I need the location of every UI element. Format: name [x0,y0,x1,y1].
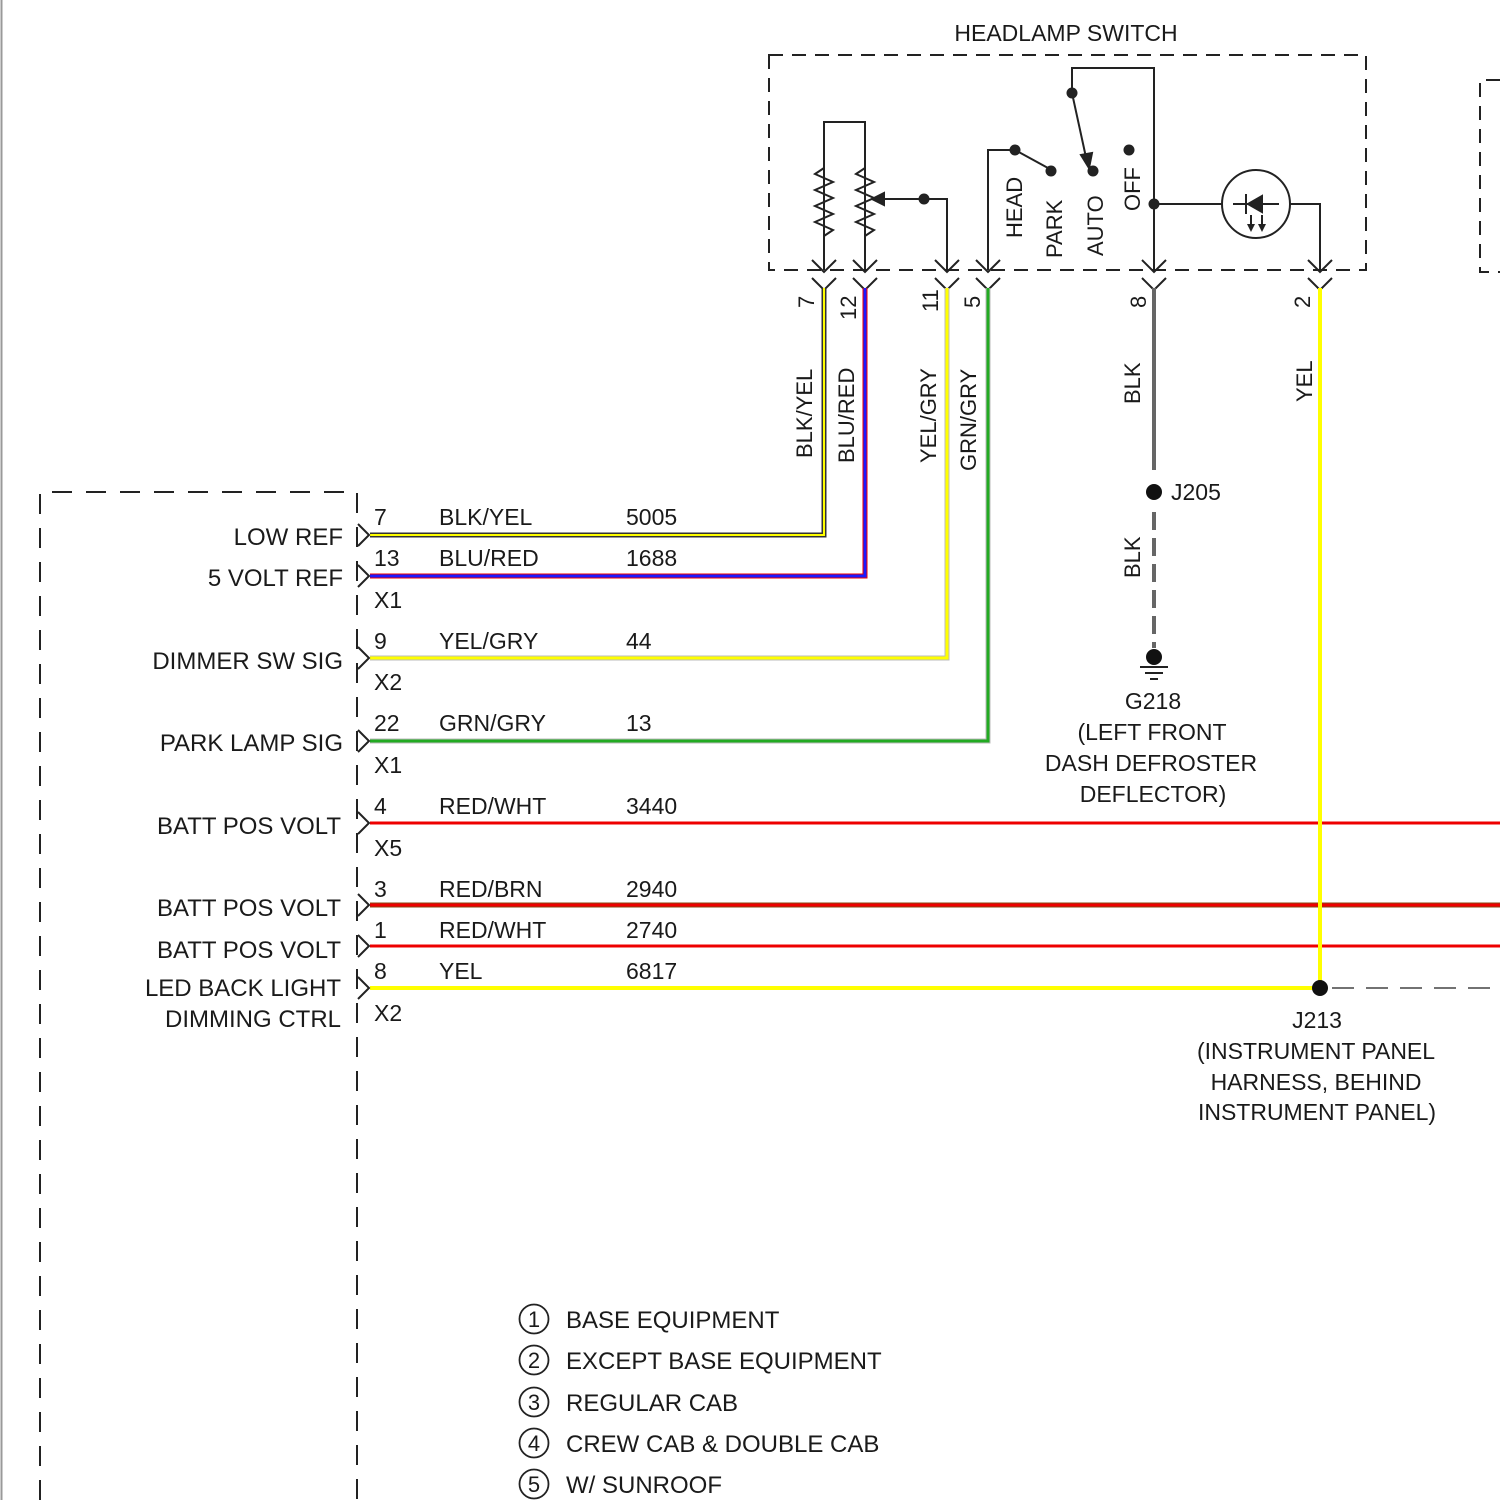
switch-wire-label-blk: BLK [1120,362,1145,404]
switch-pin-2: 2 [1290,296,1315,308]
splice-j205: J205 BLK [1120,479,1221,578]
switch-pin-7: 7 [794,296,819,308]
switch-pin-12: 12 [836,296,861,320]
legend-text: CREW CAB & DOUBLE CAB [566,1431,879,1458]
module-label-led-back-light: LED BACK LIGHT [145,975,341,1002]
wire-color-5005: BLK/YEL [439,504,533,530]
module-connector-x1-a: X1 [374,587,402,613]
switch-position-auto: AUTO [1083,195,1108,256]
options-legend: 1 BASE EQUIPMENT 2 EXCEPT BASE EQUIPMENT… [520,1305,882,1500]
module-label-park-lamp-sig: PARK LAMP SIG [160,730,343,757]
switch-wire-label-yel: YEL [1292,360,1317,402]
switch-position-off: OFF [1120,167,1145,211]
dimmer-potentiometer [815,122,947,270]
adjacent-component-outline [1480,80,1500,272]
legend-text: EXCEPT BASE EQUIPMENT [566,1348,882,1375]
splice-j213-location-line-2: HARNESS, BEHIND [1211,1069,1422,1095]
headlamp-switch-title: HEADLAMP SWITCH [954,20,1177,46]
module-label-dimming-ctrl: DIMMING CTRL [165,1006,341,1033]
module-connector-x1-b: X1 [374,752,402,778]
legend-number: 3 [528,1390,540,1415]
ground-location-line-3: DEFLECTOR) [1080,781,1227,807]
module-pin-7: 7 [374,504,387,530]
module-pin-9: 9 [374,628,387,654]
wire-color-2740: RED/WHT [439,917,546,943]
headlamp-switch-outline [769,55,1366,270]
legend-item: 2 EXCEPT BASE EQUIPMENT [520,1346,882,1376]
wire-color-3440: RED/WHT [439,793,546,819]
switch-pin-8: 8 [1126,296,1151,308]
module-label-5-volt-ref: 5 VOLT REF [208,565,343,592]
module-pin-22: 22 [374,710,400,736]
wire-color-13: GRN/GRY [439,710,546,736]
legend-item: 5 W/ SUNROOF [520,1470,723,1500]
circuit-number-13: 13 [626,710,652,736]
headlamp-switch: HEADLAMP SWITCH HEAD PARK AUTO [769,20,1366,471]
module-label-low-ref: LOW REF [234,524,343,551]
legend-number: 4 [528,1431,540,1456]
module-pin-1: 1 [374,917,387,943]
switch-wire-label-blk-yel: BLK/YEL [792,369,817,458]
switch-pin-11: 11 [918,289,943,312]
module-pin-8: 8 [374,958,387,984]
led-indicator-icon [1154,170,1320,270]
legend-item: 1 BASE EQUIPMENT [520,1305,780,1335]
module-connector-x2-a: X2 [374,669,402,695]
circuit-number-6817: 6817 [626,958,677,984]
wire-color-1688: BLU/RED [439,545,539,571]
ground-name: G218 [1125,688,1181,714]
circuit-number-2940: 2940 [626,876,677,902]
legend-number: 5 [528,1472,540,1497]
circuit-number-3440: 3440 [626,793,677,819]
circuit-number-1688: 1688 [626,545,677,571]
module-label-batt-pos-volt-3: BATT POS VOLT [157,937,341,964]
splice-j205-label: J205 [1171,479,1221,505]
module-connector-brackets [358,524,369,999]
ground-g218: G218 (LEFT FRONT DASH DEFROSTER DEFLECTO… [1045,649,1257,807]
splice-j213-location-line-3: INSTRUMENT PANEL) [1198,1099,1436,1125]
module-pin-3: 3 [374,876,387,902]
legend-number: 2 [528,1348,540,1373]
wire-5005 [370,288,824,535]
switch-wire-label-blu-red: BLU/RED [834,368,859,463]
splice-j213-location-line-1: (INSTRUMENT PANEL [1197,1038,1435,1064]
splice-j213: J213 (INSTRUMENT PANEL HARNESS, BEHIND I… [1197,980,1436,1125]
legend-text: REGULAR CAB [566,1390,738,1417]
circuit-number-44: 44 [626,628,652,654]
wire-color-44: YEL/GRY [439,628,538,654]
legend-number: 1 [528,1307,540,1332]
switch-pin-5: 5 [960,296,985,308]
legend-item: 4 CREW CAB & DOUBLE CAB [520,1429,880,1459]
ground-location-line-1: (LEFT FRONT [1077,719,1226,745]
switch-position-park: PARK [1042,199,1067,258]
module-label-batt-pos-volt-2: BATT POS VOLT [157,895,341,922]
legend-text: BASE EQUIPMENT [566,1307,780,1334]
wire-color-2940: RED/BRN [439,876,543,902]
splice-j205-dot [1146,484,1162,500]
module-label-dimmer-sw-sig: DIMMER SW SIG [152,648,343,675]
wire-color-6817: YEL [439,958,483,984]
splice-j205-wire-label: BLK [1120,536,1145,578]
module-connector-x2-b: X2 [374,1000,402,1026]
legend-item: 3 REGULAR CAB [520,1388,739,1418]
switch-position-head: HEAD [1002,177,1027,238]
switch-connector-chevrons [812,260,1332,290]
splice-j213-dot [1312,980,1328,996]
circuit-number-5005: 5005 [626,504,677,530]
circuit-number-2740: 2740 [626,917,677,943]
module-pin-4: 4 [374,793,387,819]
module-connector-x5: X5 [374,835,402,861]
wire-44 [370,288,947,658]
ground-dot [1146,649,1162,665]
module-label-batt-pos-volt-1: BATT POS VOLT [157,813,341,840]
ground-location-line-2: DASH DEFROSTER [1045,750,1257,776]
ground-icon [1140,667,1168,679]
legend-text: W/ SUNROOF [566,1472,722,1499]
module-pin-13: 13 [374,545,400,571]
switch-wire-label-yel-gry: YEL/GRY [916,368,941,463]
splice-j213-label: J213 [1292,1007,1342,1033]
switch-wire-label-grn-gry: GRN/GRY [956,368,981,471]
